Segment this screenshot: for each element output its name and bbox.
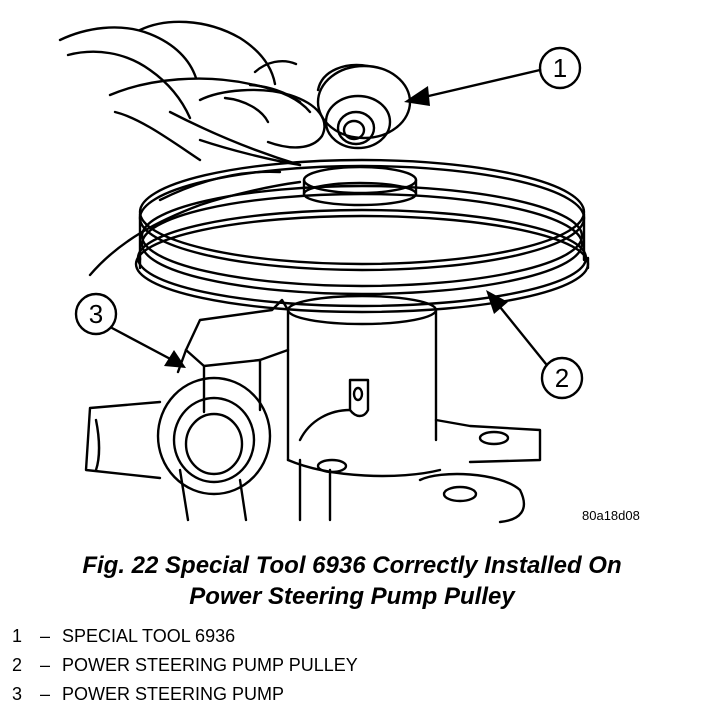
power-steering-pump [84,294,542,524]
legend-number: 2 [12,655,23,675]
figure-reference-code: 80a18d08 [582,508,640,523]
legend-dash: – [39,684,50,704]
pulley-tool-illustration: 1 2 3 [58,20,590,524]
legend-item: 1–SPECIAL TOOL 6936 [12,622,358,651]
callout-1-number: 1 [553,53,567,83]
legend-item: 3–POWER STEERING PUMP [12,680,358,709]
special-tool-6936 [316,63,412,150]
legend-number: 1 [12,626,23,646]
legend-item: 2–POWER STEERING PUMP PULLEY [12,651,358,680]
legend-dash: – [39,655,50,675]
callout-2 [494,300,584,400]
callout-2-arrowhead [486,290,508,314]
callout-1-arrowhead [404,86,430,106]
legend-text: POWER STEERING PUMP [62,684,285,704]
callout-2-number: 2 [555,363,569,393]
caption-line-2: Power Steering Pump Pulley [189,583,515,610]
caption-line-1: Fig. 22 Special Tool 6936 Correctly Inst… [82,552,622,579]
power-steering-pump-pulley [134,158,590,314]
figure-caption: Fig. 22 Special Tool 6936 Correctly Inst… [0,550,704,612]
callout-3-arrowhead [164,350,186,368]
callout-1 [418,46,582,100]
legend-text: POWER STEERING PUMP PULLEY [62,655,358,675]
legend-number: 3 [12,684,23,704]
callout-3 [74,292,178,364]
callout-3-number: 3 [89,299,103,329]
legend-list: 1–SPECIAL TOOL 6936 2–POWER STEERING PUM… [12,622,358,709]
legend-dash: – [39,626,50,646]
legend-text: SPECIAL TOOL 6936 [62,626,236,646]
hand-illustration [58,20,326,277]
